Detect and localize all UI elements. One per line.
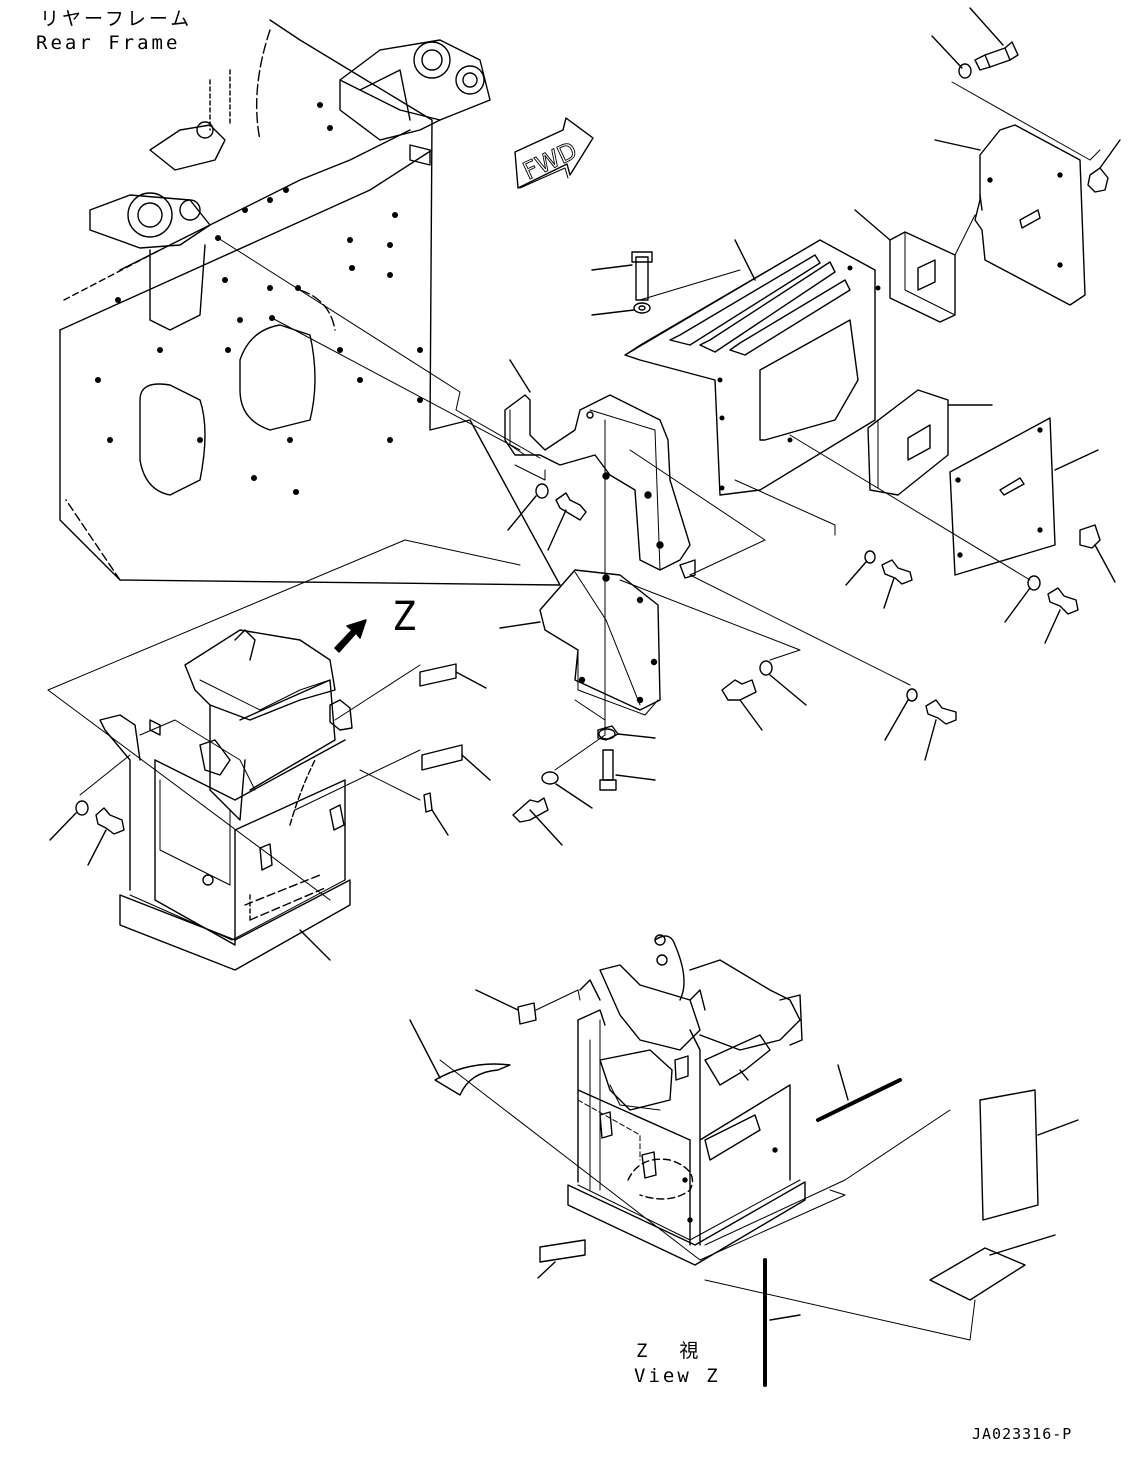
bracket-bolt-top (591, 251, 653, 316)
rear-frame (59, 19, 561, 586)
battery-box-assembly (47, 539, 521, 971)
seal-pad-lower (867, 389, 993, 496)
box-view-z (439, 934, 976, 1341)
access-cover-upper (934, 124, 1121, 306)
drawing-number: JA023316-P (972, 1425, 1073, 1443)
lower-bracket-pan (499, 569, 661, 771)
fwd-text: FWD (519, 136, 582, 185)
caution-decals (419, 663, 491, 836)
seal-pad-upper (854, 209, 976, 323)
view-z-label-en: View Z (634, 1365, 721, 1387)
view-z-marker: Z (392, 594, 417, 640)
box-bolt (49, 800, 125, 866)
forward-direction-arrow: FWD (514, 117, 594, 189)
access-cover-lower (789, 417, 1116, 644)
view-direction-arrow (334, 619, 367, 653)
front-bracket (504, 359, 766, 736)
rear-frame-label-en: Rear Frame (36, 32, 181, 54)
mounting-bracket-tray (624, 239, 881, 496)
tray-bolt-right (619, 479, 957, 761)
cover-bolt-top (931, 7, 1101, 161)
rear-frame-label-jp: リヤーフレーム (40, 8, 193, 30)
bracket-bolt-left (507, 464, 587, 551)
view-z-parts (409, 989, 1079, 1387)
pan-bolt (512, 725, 656, 846)
view-z-label-jp: Z 視 (636, 1340, 702, 1362)
